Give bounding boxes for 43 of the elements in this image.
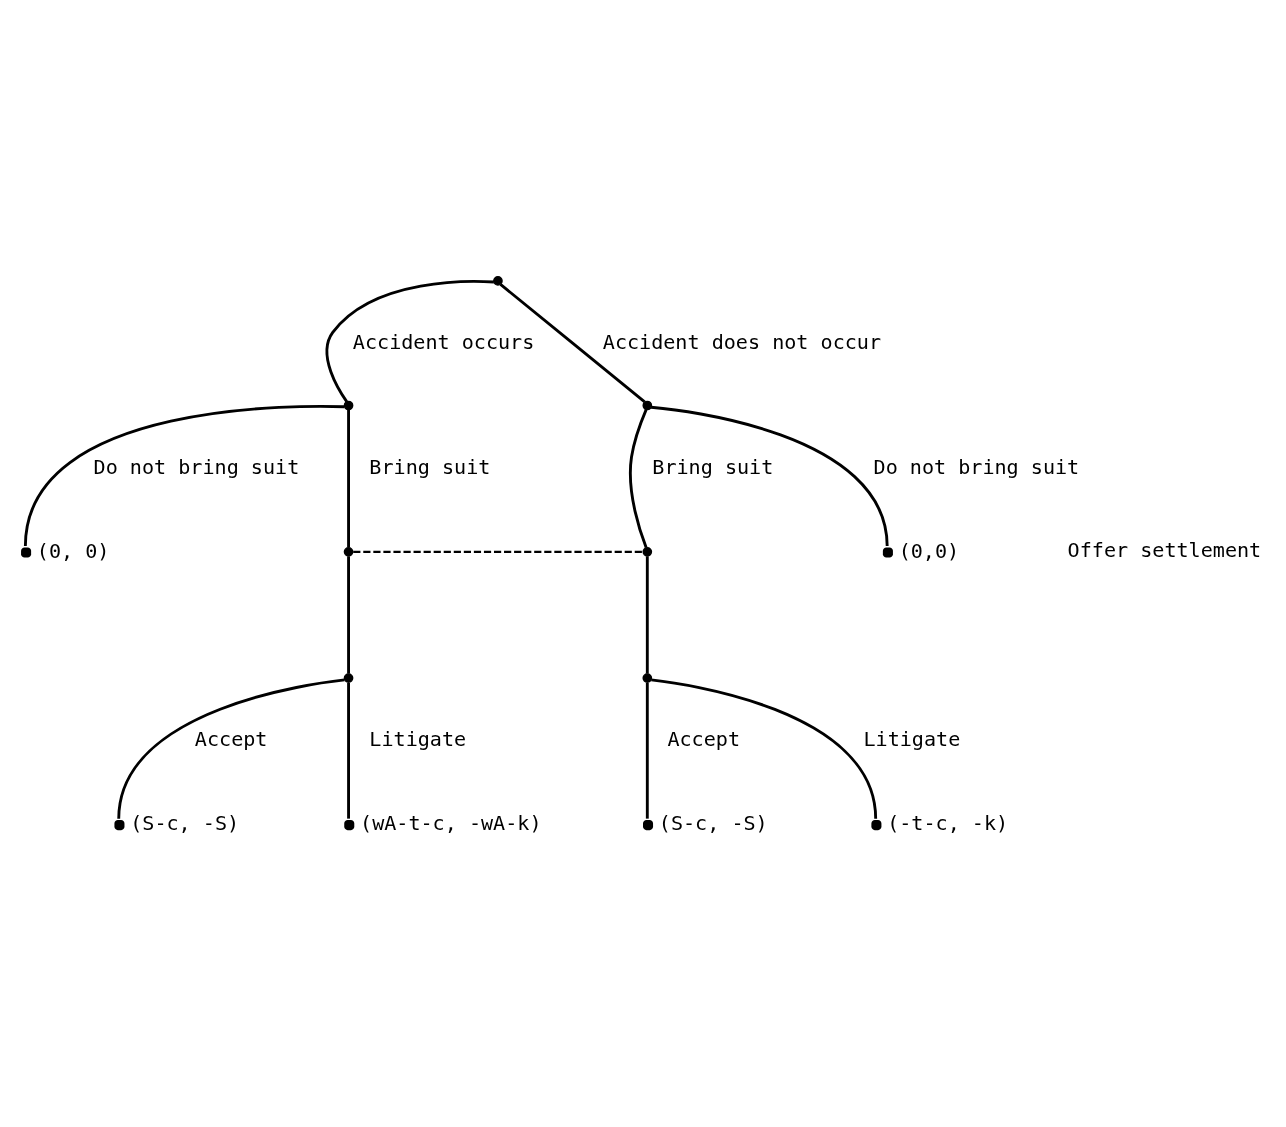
- node-label: (-t-c, -k): [887, 811, 1009, 836]
- node-circle: [493, 276, 503, 286]
- node-circle: [642, 400, 653, 411]
- edge-label: Accident does not occur: [602, 330, 882, 355]
- connector: [347, 556, 350, 674]
- connector: [650, 405, 889, 547]
- node-circle: [642, 547, 653, 557]
- edge-label: Bring suit: [652, 454, 774, 479]
- node-circle: [871, 820, 882, 831]
- edge-label: Do not bring suit: [93, 454, 300, 479]
- edge-label: Accept: [667, 727, 741, 752]
- connector: [117, 678, 345, 819]
- node-circle: [882, 547, 893, 558]
- edge-label: Accept: [194, 727, 268, 752]
- edge-label: Litigate: [369, 727, 467, 752]
- node-label: (S-c, -S): [658, 811, 768, 836]
- connector: [347, 409, 350, 548]
- node-circle: [344, 820, 355, 831]
- connector: [651, 678, 878, 819]
- edge-label: Accident occurs: [352, 330, 535, 355]
- edge-label: Bring suit: [369, 454, 491, 479]
- node-circle: [642, 673, 653, 683]
- node-label: (S-c, -S): [130, 811, 240, 836]
- node-circle: [343, 547, 354, 557]
- edge-label: Litigate: [863, 727, 961, 752]
- node-label: (0,0): [898, 538, 960, 563]
- node-circle: [643, 820, 654, 831]
- edge-label: Do not bring suit: [873, 454, 1080, 479]
- node-circle: [21, 547, 32, 558]
- connector: [353, 550, 643, 553]
- node-circle: [343, 673, 354, 683]
- connector: [645, 556, 649, 674]
- connector: [23, 405, 345, 547]
- node-circle: [114, 820, 125, 831]
- node-label: (wA-t-c, -wA-k): [360, 811, 542, 836]
- node-label: (0, 0): [36, 538, 110, 563]
- connector: [499, 283, 646, 403]
- connector: [628, 409, 648, 548]
- connector: [325, 280, 494, 403]
- node-circle: [343, 400, 354, 411]
- label: Offer settlement: [1067, 538, 1262, 563]
- connector: [645, 682, 649, 819]
- connector: [347, 682, 350, 819]
